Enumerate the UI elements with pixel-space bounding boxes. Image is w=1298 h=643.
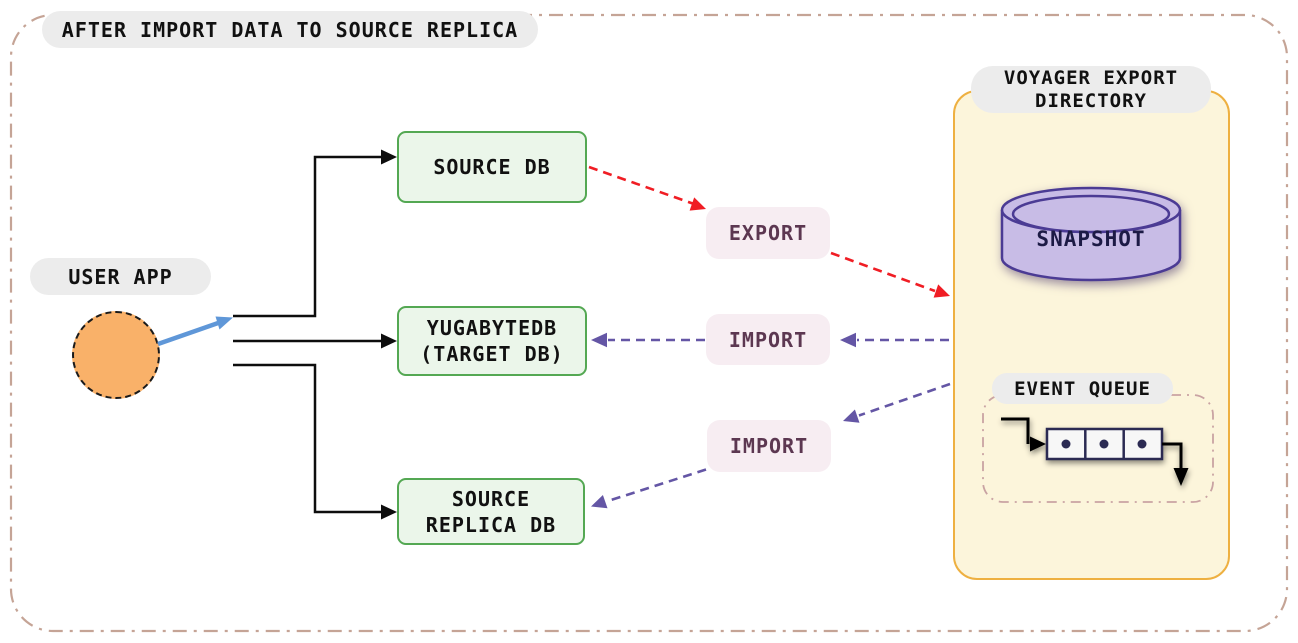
target-db-label-line2: (TARGET DB) xyxy=(420,342,564,366)
target-db-label-line1: YUGABYTEDB xyxy=(426,316,558,340)
source-db-node: SOURCE DB xyxy=(397,131,587,203)
import-replica-step-label: IMPORT xyxy=(729,434,809,458)
import-arrow-directory-to-pill-replica xyxy=(843,382,951,423)
voyager-export-directory-title: VOYAGER EXPORT DIRECTORY xyxy=(971,66,1211,113)
voyager-title-line1: VOYAGER EXPORT xyxy=(1003,66,1179,89)
event-queue-label: EVENT QUEUE xyxy=(1014,377,1151,400)
diagram-title-label: AFTER IMPORT DATA TO SOURCE REPLICA xyxy=(61,17,519,42)
diagram-title: AFTER IMPORT DATA TO SOURCE REPLICA xyxy=(42,11,538,48)
import-arrow-pill-to-replica-db xyxy=(591,468,707,509)
export-arrow-source-to-pill xyxy=(588,165,706,211)
user-app-connection-arrow xyxy=(157,316,233,347)
import-arrow-directory-to-pill-target xyxy=(840,332,949,348)
import-replica-step-pill: IMPORT xyxy=(707,420,831,472)
export-step-label: EXPORT xyxy=(728,221,808,245)
event-queue-label-pill: EVENT QUEUE xyxy=(992,373,1173,404)
user-app-label: USER APP xyxy=(68,264,173,289)
source-replica-db-label-line2: REPLICA DB xyxy=(425,512,557,537)
import-target-step-label: IMPORT xyxy=(728,327,808,352)
export-arrow-pill-to-directory xyxy=(830,251,950,298)
user-app-fanout-lines xyxy=(233,149,397,520)
source-db-label: SOURCE DB xyxy=(433,155,551,179)
target-db-node: YUGABYTEDB (TARGET DB) xyxy=(397,306,587,376)
source-replica-db-node: SOURCE REPLICA DB xyxy=(397,478,585,545)
voyager-title-line2: DIRECTORY xyxy=(1035,89,1147,112)
import-arrow-pill-to-target-db xyxy=(591,332,705,348)
source-replica-db-label-line1: SOURCE xyxy=(451,486,531,511)
import-target-step-pill: IMPORT xyxy=(706,314,830,365)
voyager-export-directory-container xyxy=(953,90,1230,580)
user-app-label-pill: USER APP xyxy=(30,258,211,295)
user-app-icon xyxy=(72,311,160,399)
export-step-pill: EXPORT xyxy=(706,207,830,259)
